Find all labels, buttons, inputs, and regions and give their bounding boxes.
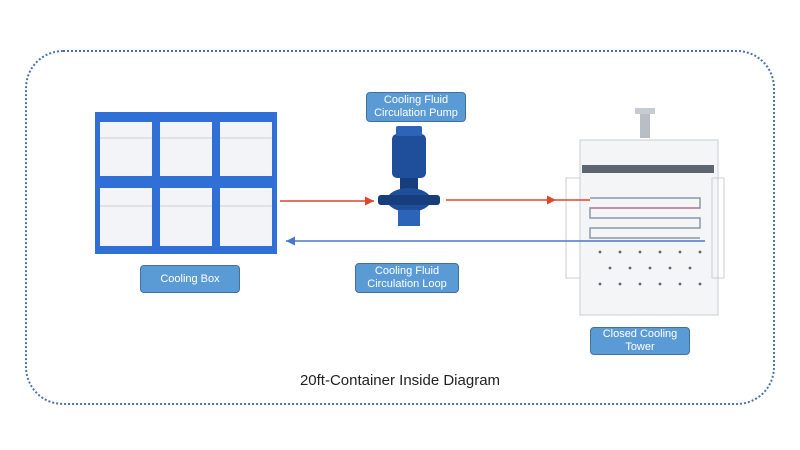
cooling-box-label: Cooling Box: [140, 265, 240, 293]
container-outline: [25, 50, 775, 405]
cooling-box-rack-icon: [95, 112, 277, 254]
diagram-caption: 20ft-Container Inside Diagram: [299, 372, 501, 389]
closed-cooling-tower-icon: [565, 108, 725, 316]
circulation-pump-icon: [378, 126, 440, 226]
